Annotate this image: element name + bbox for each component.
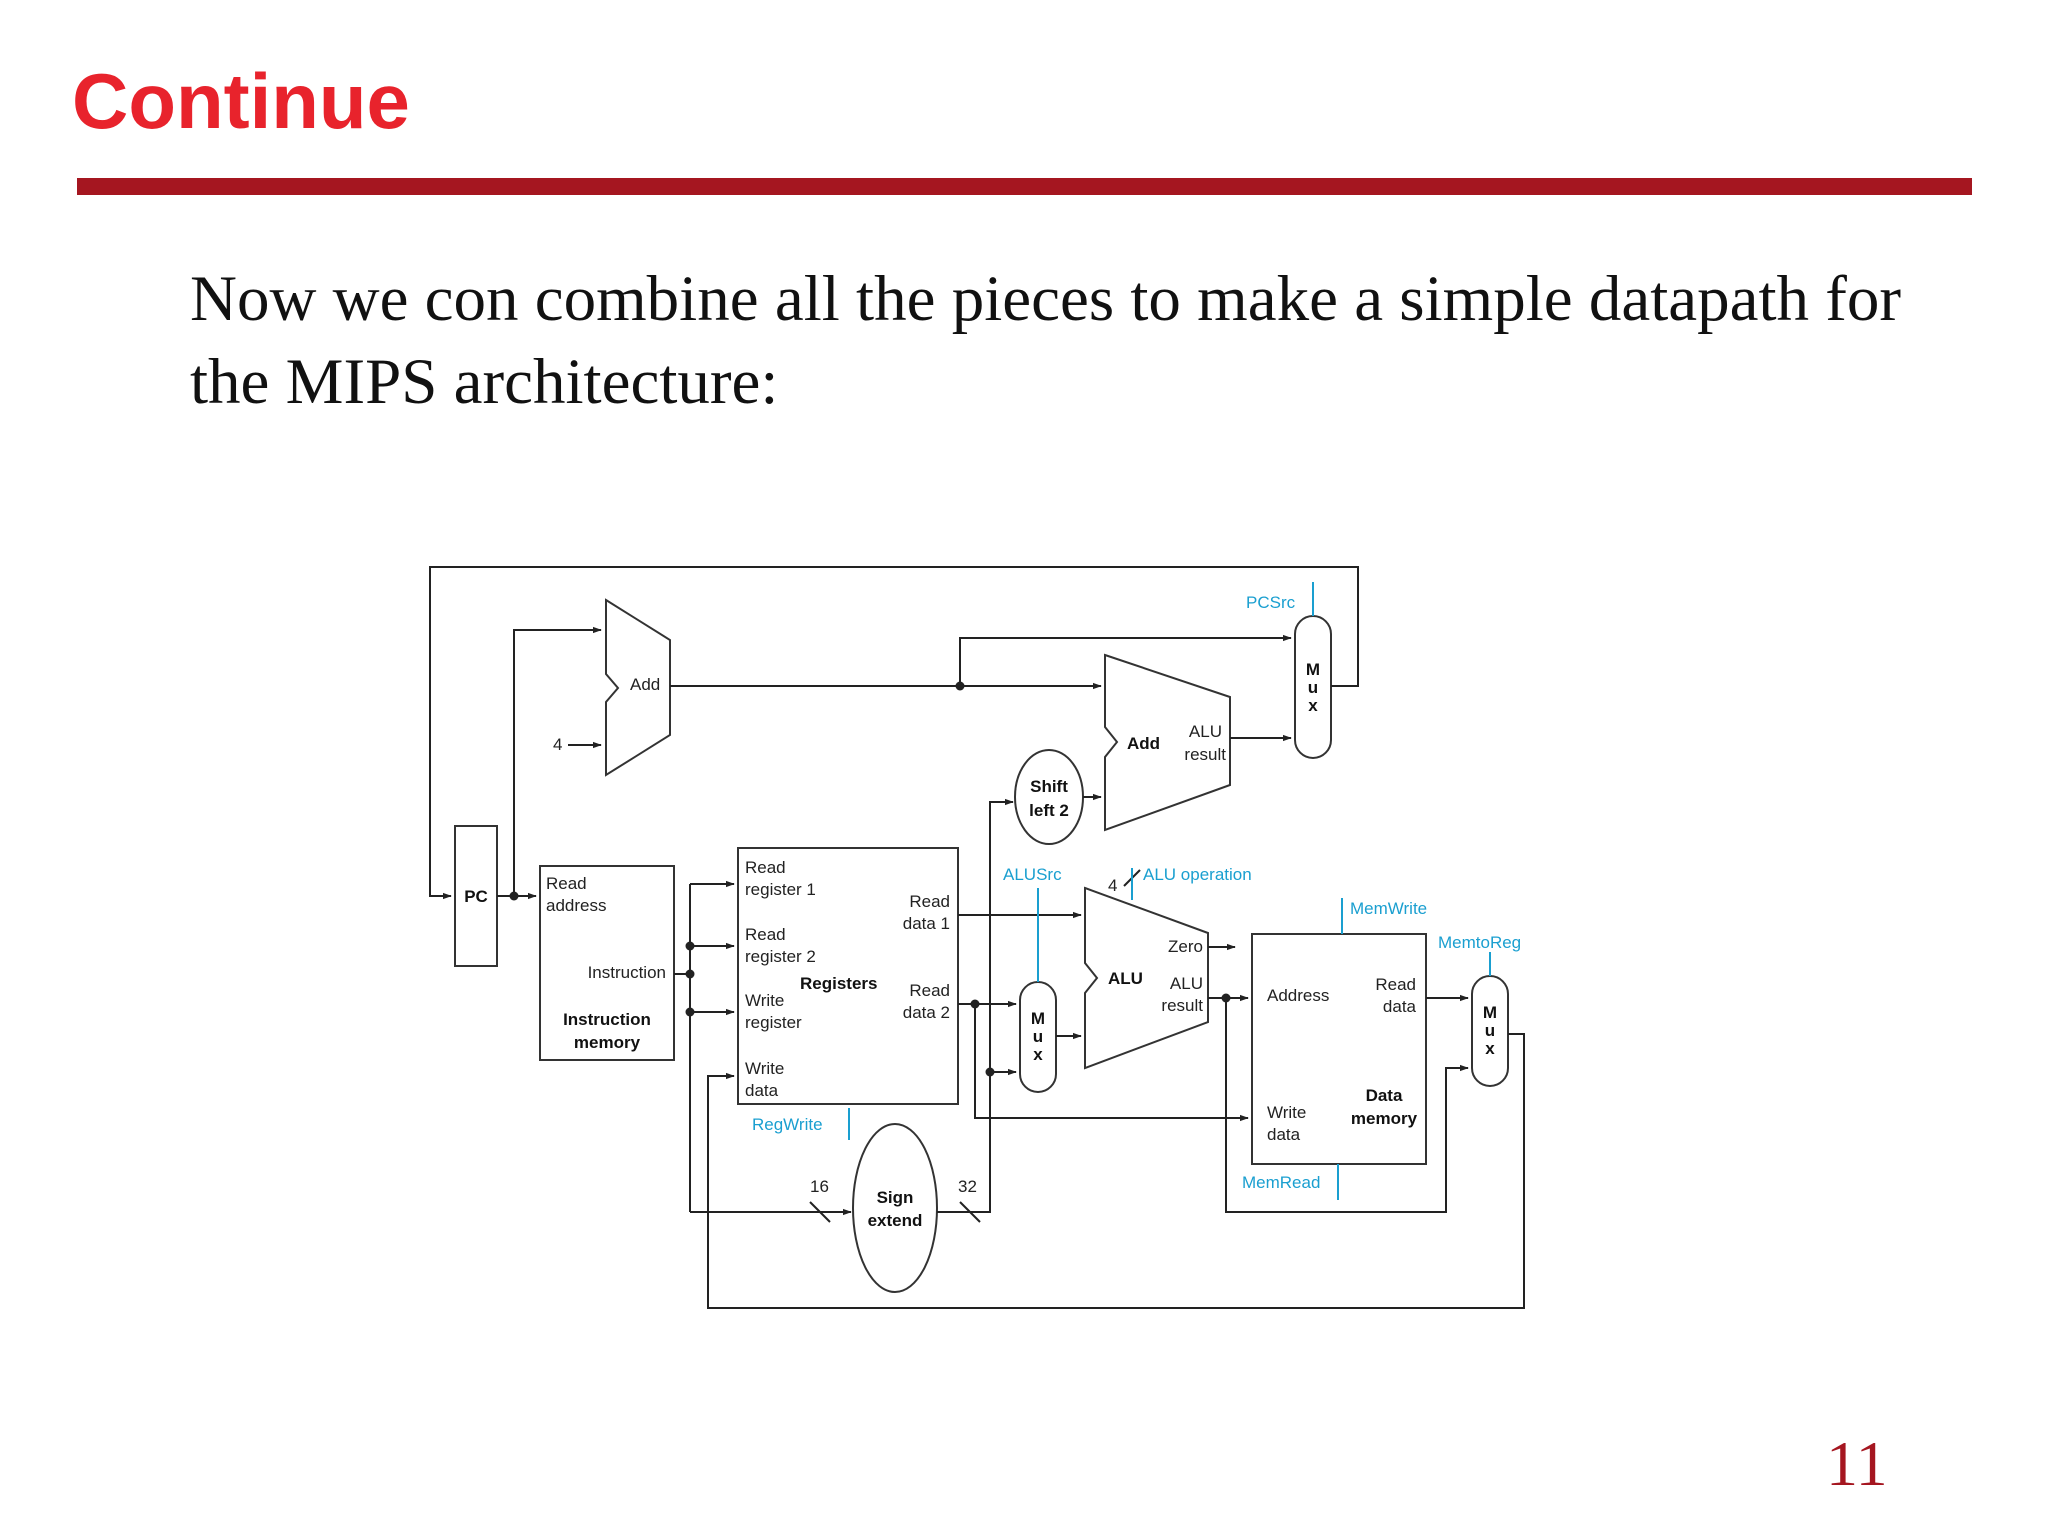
branch-adder-result-1: ALU <box>1189 722 1222 741</box>
dmem-write-data-1: Write <box>1267 1103 1306 1122</box>
instruction-memory: Read address Instruction Instruction mem… <box>539 865 675 1061</box>
memtoreg-signal: MemtoReg <box>1438 933 1521 952</box>
wire-junctions <box>509 681 1231 1077</box>
shift-left-line2: left 2 <box>1029 801 1069 820</box>
dmem-write-data-2: data <box>1267 1125 1301 1144</box>
imem-name-1: Instruction <box>563 1010 651 1029</box>
sign-extend: Sign extend <box>852 1123 938 1293</box>
control-signals <box>848 582 1491 1200</box>
alusrc-mux-u: u <box>1033 1027 1043 1046</box>
dmem-read-data-1: Read <box>1375 975 1416 994</box>
memwrite-signal: MemWrite <box>1350 899 1427 918</box>
reg-read-reg2-1: Read <box>745 925 786 944</box>
imem-name-2: memory <box>574 1033 641 1052</box>
pcsrc-mux: M u x <box>1294 615 1332 759</box>
alu-op-bits: 4 <box>1108 876 1117 895</box>
pc-adder: Add <box>605 598 671 777</box>
data-memory: Address Read data Write data Data memory <box>1251 933 1427 1165</box>
memtoreg-mux: M u x <box>1471 975 1509 1087</box>
pcsrc-mux-x: x <box>1308 696 1318 715</box>
alusrc-signal: ALUSrc <box>1003 865 1062 884</box>
reg-write-data-2: data <box>745 1081 779 1100</box>
sign-extend-in-bits: 16 <box>810 1177 829 1196</box>
pcsrc-mux-u: u <box>1308 678 1318 697</box>
alu-operation-signal: ALU operation <box>1143 865 1252 884</box>
reg-read-reg1-2: register 1 <box>745 880 816 899</box>
datapath-wires <box>429 566 1525 1309</box>
sign-extend-line2: extend <box>868 1211 923 1230</box>
branch-adder: Add ALU result <box>1104 653 1231 832</box>
reg-name: Registers <box>800 974 877 993</box>
imem-read-address-2: address <box>546 896 606 915</box>
sign-extend-out-bits: 32 <box>958 1177 977 1196</box>
reg-read-data1-1: Read <box>909 892 950 911</box>
pc-adder-label: Add <box>630 675 660 694</box>
slide-title: Continue <box>72 57 410 145</box>
alu-result-1: ALU <box>1170 974 1203 993</box>
imem-read-address-1: Read <box>546 874 587 893</box>
alusrc-mux-x: x <box>1033 1045 1043 1064</box>
branch-adder-result-2: result <box>1184 745 1226 764</box>
branch-adder-label: Add <box>1127 734 1160 753</box>
imem-instruction-out: Instruction <box>588 963 666 982</box>
reg-read-reg1-1: Read <box>745 858 786 877</box>
dmem-name-2: memory <box>1351 1109 1418 1128</box>
title-divider <box>77 178 1972 195</box>
dmem-address: Address <box>1267 986 1329 1005</box>
alu-result-2: result <box>1161 996 1203 1015</box>
page-number: 11 <box>1826 1428 1888 1499</box>
reg-read-reg2-2: register 2 <box>745 947 816 966</box>
reg-read-data2-1: Read <box>909 981 950 1000</box>
memtoreg-mux-x: x <box>1485 1039 1495 1058</box>
pc-register: PC <box>454 825 498 967</box>
reg-write-reg-1: Write <box>745 991 784 1010</box>
alu-zero: Zero <box>1168 937 1203 956</box>
reg-read-data1-2: data 1 <box>903 914 950 933</box>
pcsrc-signal: PCSrc <box>1246 593 1296 612</box>
slide-body-text: Now we con combine all the pieces to mak… <box>190 263 1902 418</box>
pcsrc-mux-m: M <box>1306 660 1320 679</box>
memtoreg-mux-m: M <box>1483 1003 1497 1022</box>
alusrc-mux-m: M <box>1031 1009 1045 1028</box>
reg-write-data-1: Write <box>745 1059 784 1078</box>
shift-left-2: Shift left 2 <box>1014 749 1084 845</box>
alusrc-mux: M u x <box>1019 981 1057 1093</box>
register-file: Read register 1 Read register 2 Write re… <box>737 847 959 1105</box>
memtoreg-mux-u: u <box>1485 1021 1495 1040</box>
reg-write-reg-2: register <box>745 1013 802 1032</box>
alu: ALU Zero ALU result <box>1084 886 1209 1070</box>
alu-label: ALU <box>1108 969 1143 988</box>
const-four: 4 <box>553 735 562 754</box>
regwrite-signal: RegWrite <box>752 1115 823 1134</box>
memread-signal: MemRead <box>1242 1173 1320 1192</box>
dmem-read-data-2: data <box>1383 997 1417 1016</box>
pc-label: PC <box>464 887 488 906</box>
sign-extend-line1: Sign <box>877 1188 914 1207</box>
reg-read-data2-2: data 2 <box>903 1003 950 1022</box>
shift-left-line1: Shift <box>1030 777 1068 796</box>
dmem-name-1: Data <box>1366 1086 1403 1105</box>
